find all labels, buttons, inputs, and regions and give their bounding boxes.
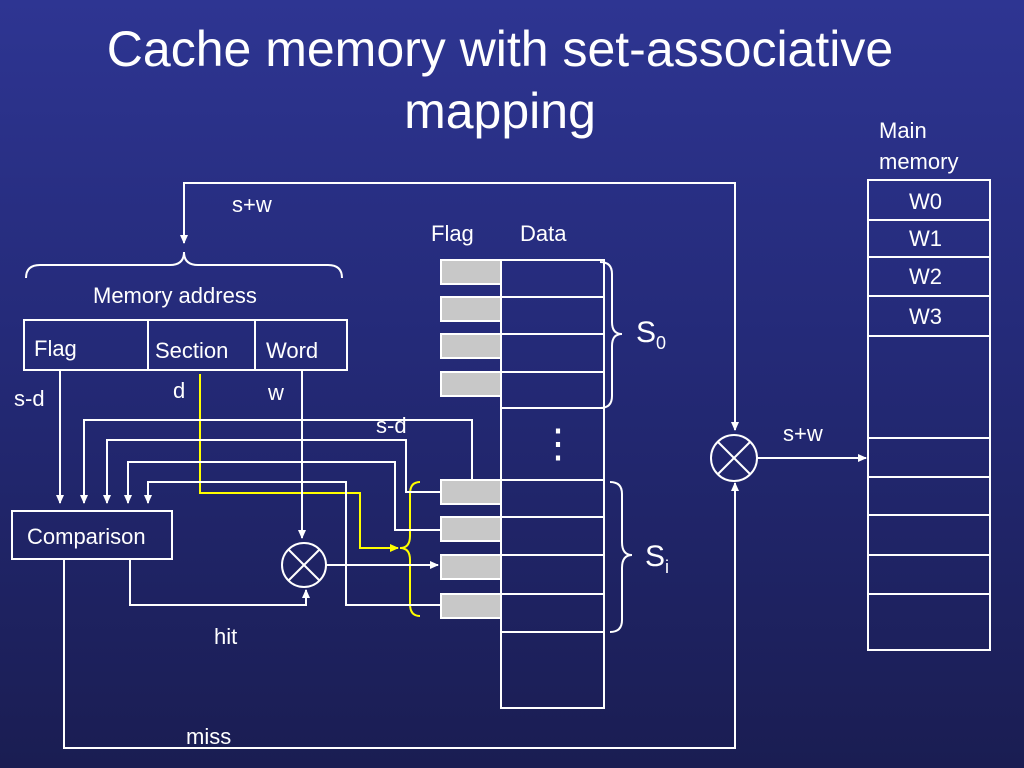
si-letter: S [645,540,666,573]
flag-cell [440,259,502,285]
miss-label: miss [186,724,232,749]
title-line-1: Cache memory with set-associative [106,21,894,77]
hit-label: hit [214,624,238,649]
s0-subscript: 0 [656,333,667,353]
flag-cell [440,333,502,359]
si-subscript: i [665,557,670,577]
miss-line [63,482,739,749]
flag-cell [440,516,502,542]
comparison-box [11,510,173,560]
main-memory-table [867,179,991,651]
main-memory-word-w3: W3 [909,304,942,329]
si-brace [609,481,633,633]
address-field-word: Word [266,338,319,363]
si-flag-brace [399,481,421,617]
flag-line-3 [124,461,441,531]
main-memory-word-w0: W0 [909,189,942,214]
main-memory-word-w2: W2 [909,264,942,289]
flag-line-2 [103,439,441,504]
data-column-header: Data [520,221,567,246]
s0-letter: S [636,316,657,349]
section-d-line [199,374,399,552]
flag-line-4 [144,481,441,606]
flag-cell [440,296,502,322]
ellipsis-vertical: ⋮ [538,422,578,466]
flag-cell [440,554,502,580]
s-plus-w-right-label: s+w [783,421,823,446]
memory-address-label: Memory address [93,283,257,308]
s-plus-w-top-label: s+w [232,192,272,217]
address-field-flag: Flag [34,336,77,361]
s0-brace [599,261,623,409]
cache-flag-column [440,259,502,619]
s-minus-d-mid-label: s-d [376,413,407,438]
hit-line [129,559,310,606]
left-multiplexer [281,542,327,588]
flag-cell [440,479,502,505]
flag-cell [440,593,502,619]
flag-column-header: Flag [431,221,474,246]
flag-line-1 [80,419,473,504]
s-minus-d-left-label: s-d [14,386,45,411]
main-memory-word-w1: W1 [909,226,942,251]
s0-label: S0 [636,316,666,360]
flag-cell [440,371,502,397]
right-multiplexer [710,434,758,482]
si-label: Si [645,540,669,584]
page-title: Cache memory with set-associative mappin… [0,18,1000,142]
w-label: w [268,380,284,405]
cache-data-column [500,259,605,709]
main-memory-label-line-1: Main [879,118,927,143]
d-label: d [173,378,186,403]
main-memory-label-line-2: memory [879,149,959,174]
comparison-label: Comparison [27,524,146,549]
title-line-2: mapping [404,83,596,139]
address-field-section: Section [155,338,229,363]
memory-address-register [23,319,348,371]
memory-address-brace [25,251,343,279]
